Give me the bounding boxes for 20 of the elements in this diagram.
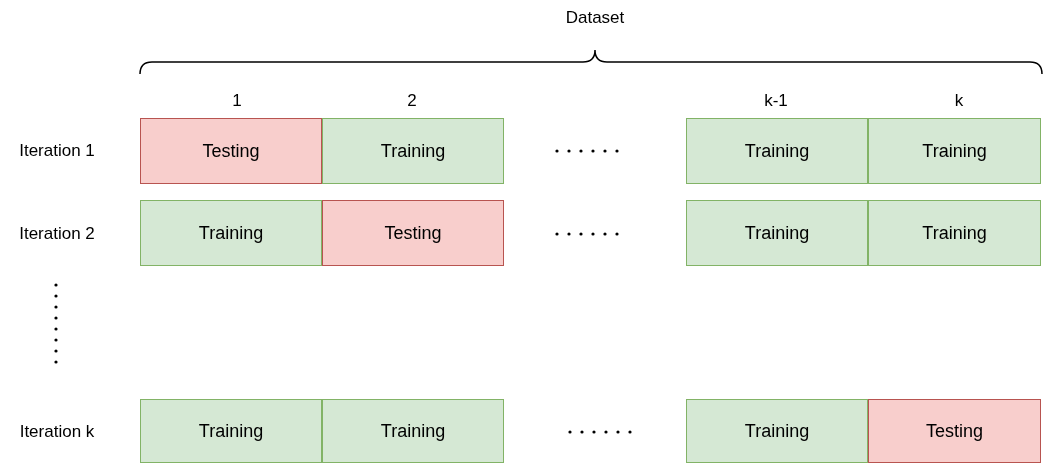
training-fold-box: Training bbox=[322, 118, 504, 184]
training-fold-box: Training bbox=[140, 399, 322, 463]
training-fold-box: Training bbox=[322, 399, 504, 463]
row-label: Iteration 2 bbox=[19, 224, 95, 244]
training-fold-box: Training bbox=[686, 399, 868, 463]
brace-label: Dataset bbox=[565, 8, 625, 28]
testing-fold-box: Testing bbox=[868, 399, 1041, 463]
fold-number: 1 bbox=[232, 91, 242, 111]
testing-fold-box: Testing bbox=[140, 118, 322, 184]
row-label: Iteration k bbox=[19, 422, 95, 442]
training-fold-box: Training bbox=[868, 118, 1041, 184]
training-fold-box: Training bbox=[686, 200, 868, 266]
training-fold-box: Training bbox=[140, 200, 322, 266]
training-fold-box: Training bbox=[868, 200, 1041, 266]
fold-number: k bbox=[954, 91, 964, 111]
fold-number: k-1 bbox=[764, 91, 788, 111]
testing-fold-box: Testing bbox=[322, 200, 504, 266]
row-label: Iteration 1 bbox=[19, 141, 95, 161]
fold-number: 2 bbox=[407, 91, 417, 111]
training-fold-box: Training bbox=[686, 118, 868, 184]
